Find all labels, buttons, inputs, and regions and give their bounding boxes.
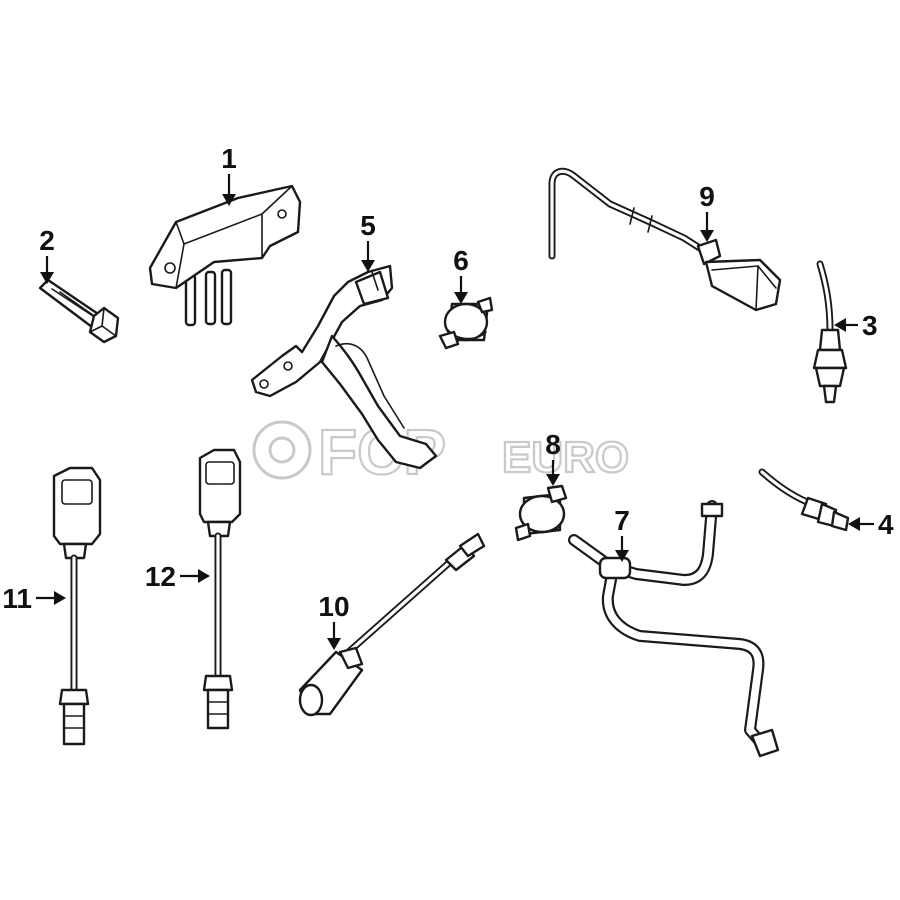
- callout-7-label: 7: [614, 505, 630, 536]
- callout-8-label: 8: [545, 429, 561, 460]
- part-10-sensor-connector[interactable]: [298, 532, 486, 717]
- part-9-sensor-connector[interactable]: [548, 167, 782, 312]
- watermark-logo: FCP EURO: [252, 415, 630, 489]
- callout-9-label: 9: [699, 181, 715, 212]
- part-11-sensor[interactable]: [52, 466, 102, 746]
- callout-11: 11: [2, 583, 66, 614]
- callout-7: 7: [614, 505, 630, 562]
- callout-12: 12: [145, 561, 210, 592]
- callout-1-label: 1: [221, 143, 237, 174]
- callout-5: 5: [360, 210, 376, 272]
- callout-2-label: 2: [39, 225, 55, 256]
- callout-9: 9: [699, 181, 715, 242]
- callout-8: 8: [545, 429, 561, 486]
- callout-6-label: 6: [453, 245, 469, 276]
- watermark-ring: [252, 420, 312, 480]
- callout-4: 4: [848, 509, 894, 540]
- callout-2: 2: [39, 225, 55, 284]
- part-1-pressure-sensor[interactable]: [148, 184, 302, 327]
- callout-6: 6: [453, 245, 469, 304]
- callout-3-label: 3: [862, 310, 878, 341]
- part-3-sensor-probe[interactable]: [812, 260, 848, 404]
- watermark-suffix: EURO: [502, 433, 629, 482]
- part-7-tube-assembly[interactable]: [568, 500, 780, 758]
- callout-10-label: 10: [318, 591, 349, 622]
- callout-4-label: 4: [878, 509, 894, 540]
- part-12-sensor[interactable]: [198, 448, 242, 730]
- callout-11-label: 11: [2, 583, 32, 614]
- part-6-clip[interactable]: [438, 296, 494, 350]
- callout-3: 3: [834, 310, 878, 341]
- callout-12-label: 12: [145, 561, 176, 592]
- callout-1: 1: [221, 143, 237, 206]
- part-5-bracket[interactable]: [250, 264, 438, 470]
- part-2-bolt[interactable]: [38, 278, 120, 344]
- callout-5-label: 5: [360, 210, 376, 241]
- watermark-ring-inner: [268, 436, 296, 464]
- part-4-temp-sensor[interactable]: [758, 468, 850, 532]
- callout-10: 10: [318, 591, 350, 650]
- part-8-clip[interactable]: [514, 484, 568, 542]
